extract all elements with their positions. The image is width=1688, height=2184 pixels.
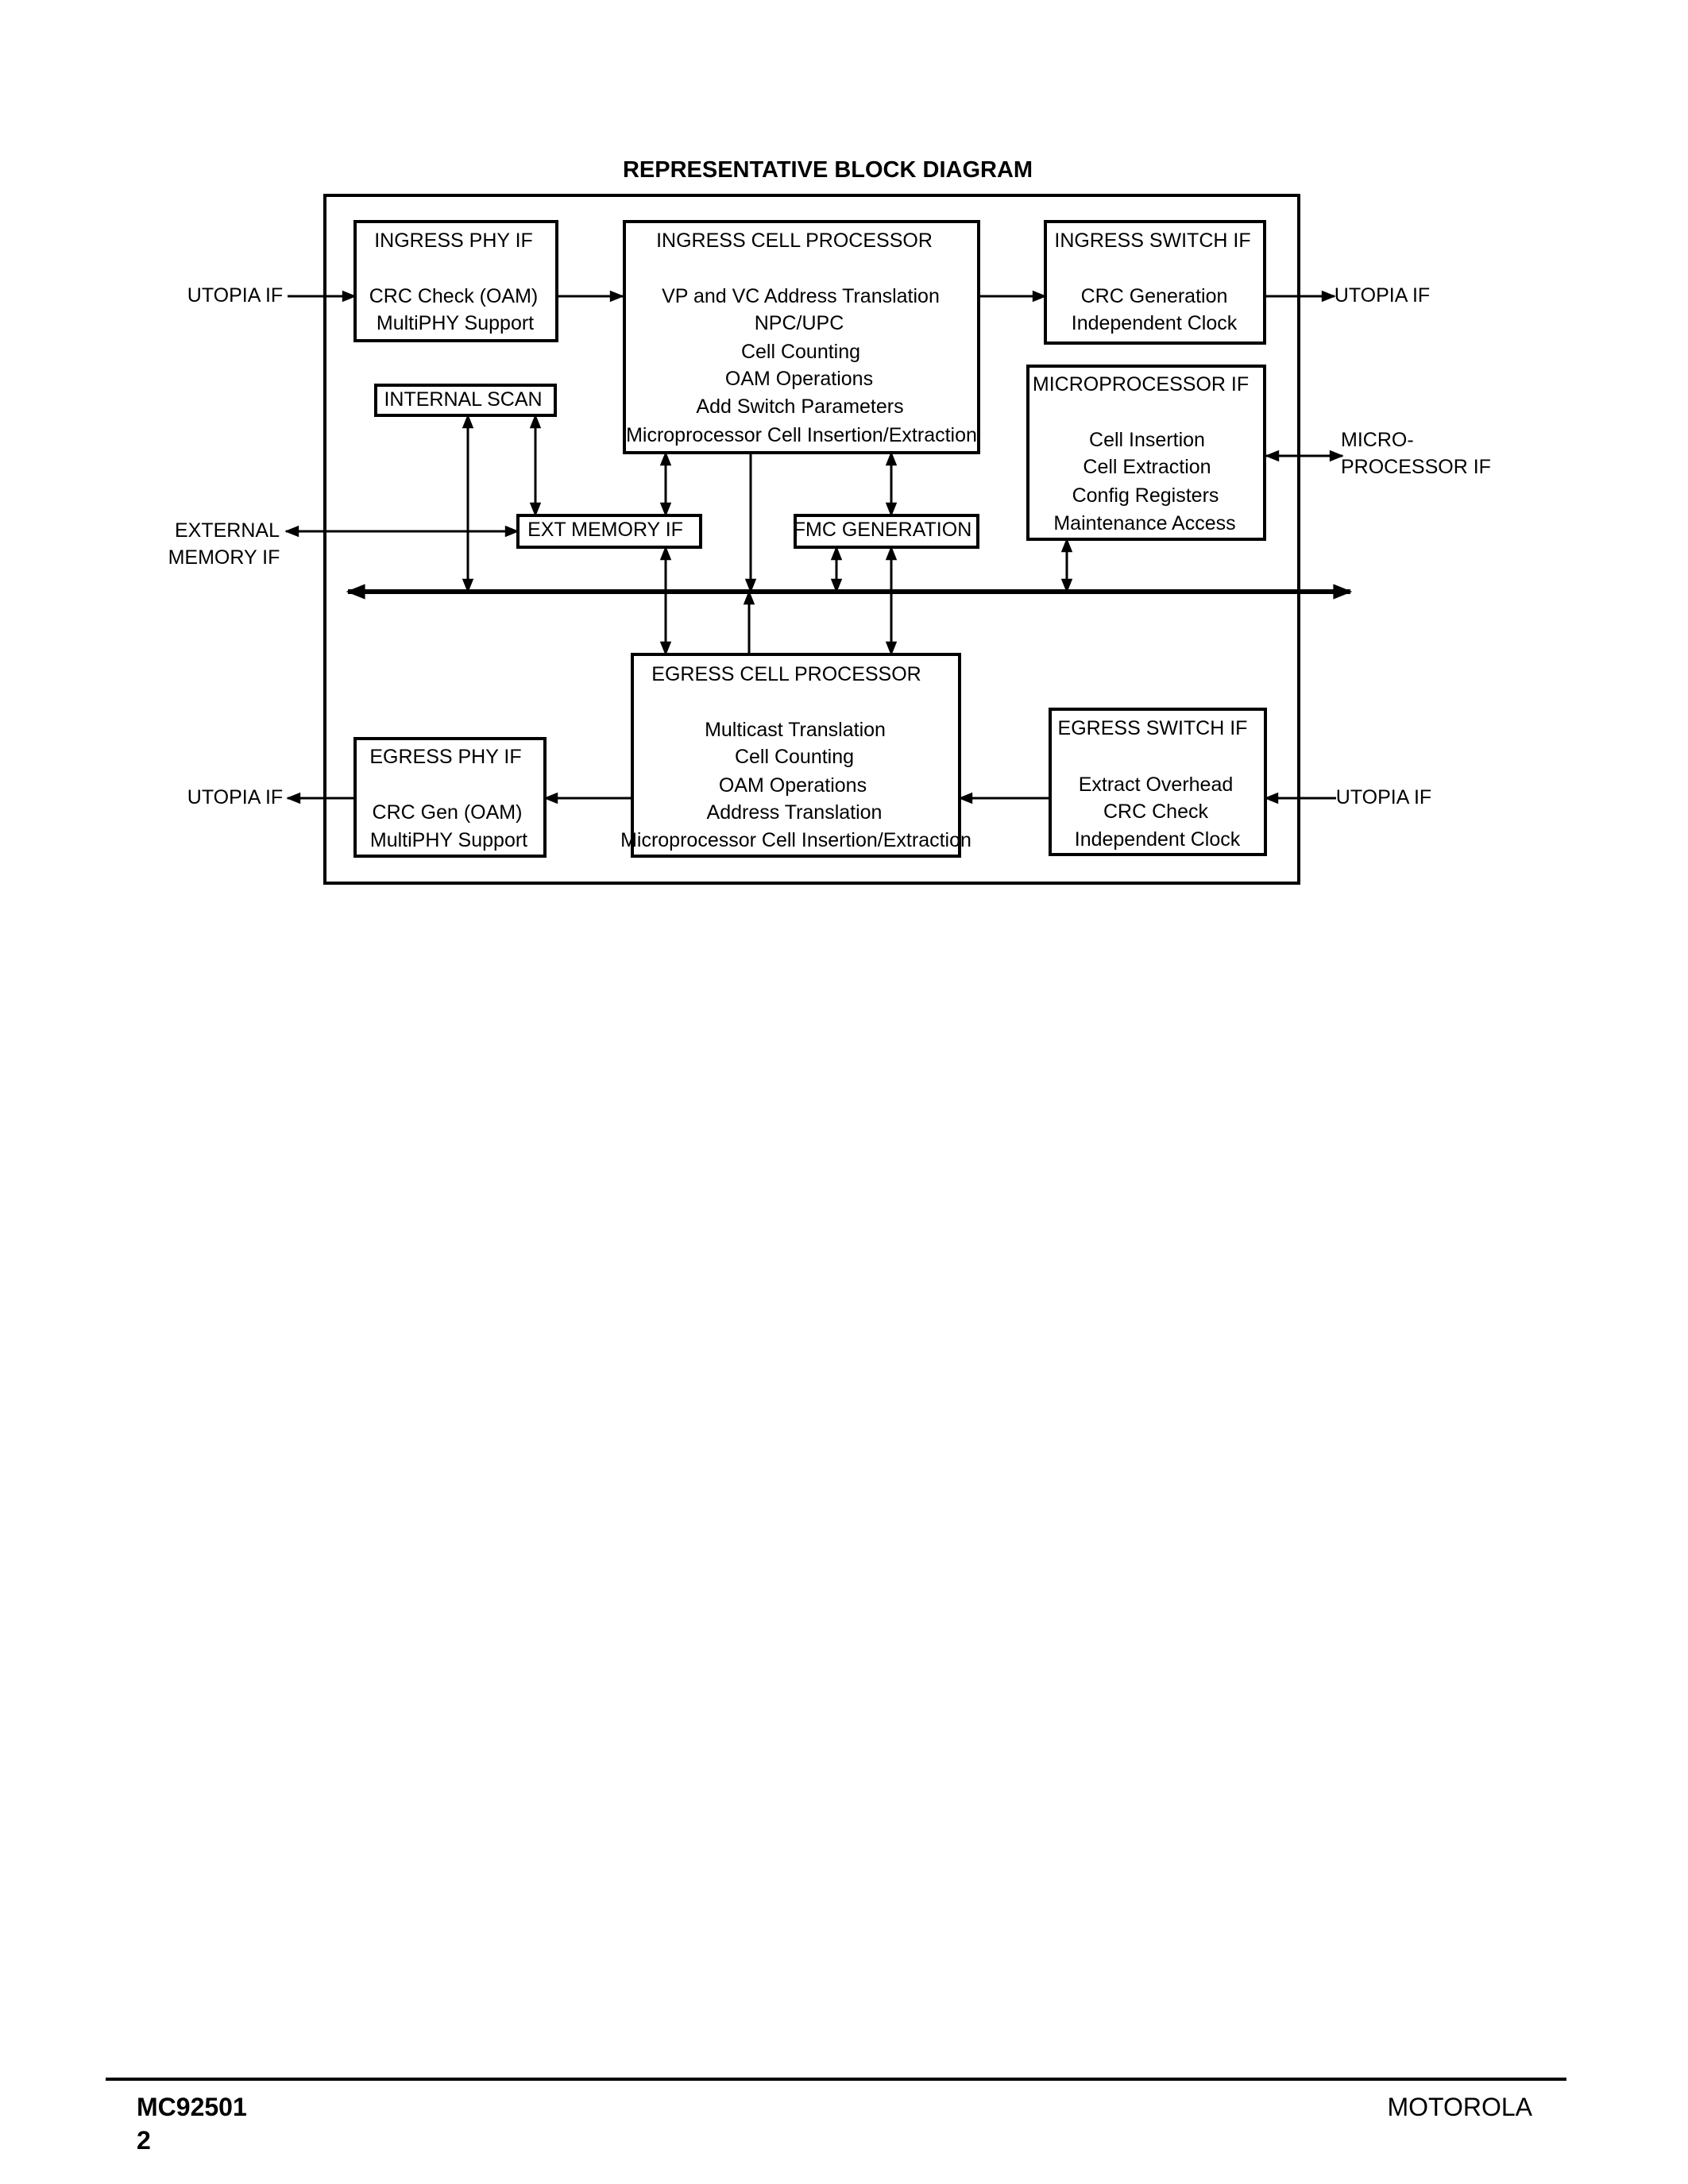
utopia-out-label: UTOPIA IF (1335, 284, 1430, 307)
microprocessor-if-block: MICROPROCESSOR IF Cell Insertion Cell Ex… (1026, 365, 1266, 541)
egress-switch-line: Extract Overhead (1079, 774, 1234, 796)
internal-scan-block: INTERNAL SCAN (374, 384, 557, 417)
ingress-cell-line: Add Switch Parameters (696, 396, 903, 418)
utopia-egress-in-label: UTOPIA IF (1336, 786, 1431, 808)
external-memory-label-1: EXTERNAL (175, 519, 280, 542)
microprocessor-title: MICROPROCESSOR IF (1033, 373, 1249, 396)
ingress-switch-line: Independent Clock (1072, 312, 1238, 334)
microprocessor-line: Maintenance Access (1053, 512, 1235, 534)
ingress-switch-block: INGRESS SWITCH IF CRC Generation Indepen… (1044, 220, 1266, 345)
ext-memory-block: EXT MEMORY IF (516, 514, 702, 549)
external-memory-label-2: MEMORY IF (168, 546, 280, 569)
egress-phy-title: EGRESS PHY IF (369, 746, 521, 768)
egress-cell-line: Multicast Translation (705, 719, 886, 741)
ingress-cell-title: INGRESS CELL PROCESSOR (656, 230, 933, 252)
ingress-cell-line: Cell Counting (741, 341, 860, 363)
ingress-cell-line: NPC/UPC (755, 312, 844, 334)
micro-label-1: MICRO- (1341, 429, 1414, 451)
footer-left: MC92501 2 (137, 2090, 247, 2157)
microprocessor-line: Cell Extraction (1083, 456, 1211, 478)
egress-cell-line: Address Translation (707, 801, 883, 824)
footer-rule (106, 2078, 1566, 2081)
egress-switch-block: EGRESS SWITCH IF Extract Overhead CRC Ch… (1049, 708, 1267, 856)
egress-cell-line: OAM Operations (719, 774, 867, 797)
ingress-phy-title: INGRESS PHY IF (374, 230, 533, 252)
part-number: MC92501 (137, 2093, 247, 2121)
egress-cell-title: EGRESS CELL PROCESSOR (651, 663, 921, 685)
ingress-cell-line: OAM Operations (725, 368, 873, 390)
ingress-cell-line: VP and VC Address Translation (662, 285, 940, 307)
ingress-cell-processor-block: INGRESS CELL PROCESSOR VP and VC Address… (623, 220, 980, 454)
ext-memory-title: EXT MEMORY IF (527, 519, 683, 541)
egress-cell-line: Microprocessor Cell Insertion/Extraction (620, 829, 971, 851)
microprocessor-line: Config Registers (1072, 484, 1219, 507)
footer-brand: MOTOROLA (1387, 2093, 1532, 2121)
egress-switch-line: Independent Clock (1075, 828, 1241, 851)
ingress-cell-line: Microprocessor Cell Insertion/Extraction (626, 424, 977, 446)
egress-switch-line: CRC Check (1103, 801, 1208, 823)
egress-cell-processor-block: EGRESS CELL PROCESSOR Multicast Translat… (620, 653, 971, 858)
internal-scan-title: INTERNAL SCAN (384, 388, 542, 411)
egress-phy-line: CRC Gen (OAM) (373, 801, 523, 824)
utopia-in-label: UTOPIA IF (187, 284, 283, 307)
ingress-phy-line: CRC Check (OAM) (369, 285, 539, 307)
egress-phy-block: EGRESS PHY IF CRC Gen (OAM) MultiPHY Sup… (353, 737, 547, 858)
egress-cell-line: Cell Counting (735, 746, 854, 768)
egress-phy-line: MultiPHY Support (370, 829, 527, 851)
connections (284, 290, 1353, 805)
diagram-title: REPRESENTATIVE BLOCK DIAGRAM (623, 157, 1033, 183)
micro-label-2: PROCESSOR IF (1341, 456, 1491, 478)
utopia-egress-out-label: UTOPIA IF (187, 786, 283, 808)
ingress-phy-line: MultiPHY Support (377, 312, 534, 334)
fmc-generation-block: FMC GENERATION (794, 514, 979, 549)
ingress-switch-title: INGRESS SWITCH IF (1054, 230, 1250, 252)
microprocessor-line: Cell Insertion (1089, 429, 1205, 451)
egress-switch-title: EGRESS SWITCH IF (1058, 717, 1248, 739)
ingress-phy-block: INGRESS PHY IF CRC Check (OAM) MultiPHY … (353, 220, 558, 342)
ingress-switch-line: CRC Generation (1081, 285, 1228, 307)
page-number: 2 (137, 2126, 151, 2155)
fmc-generation-title: FMC GENERATION (794, 519, 972, 541)
